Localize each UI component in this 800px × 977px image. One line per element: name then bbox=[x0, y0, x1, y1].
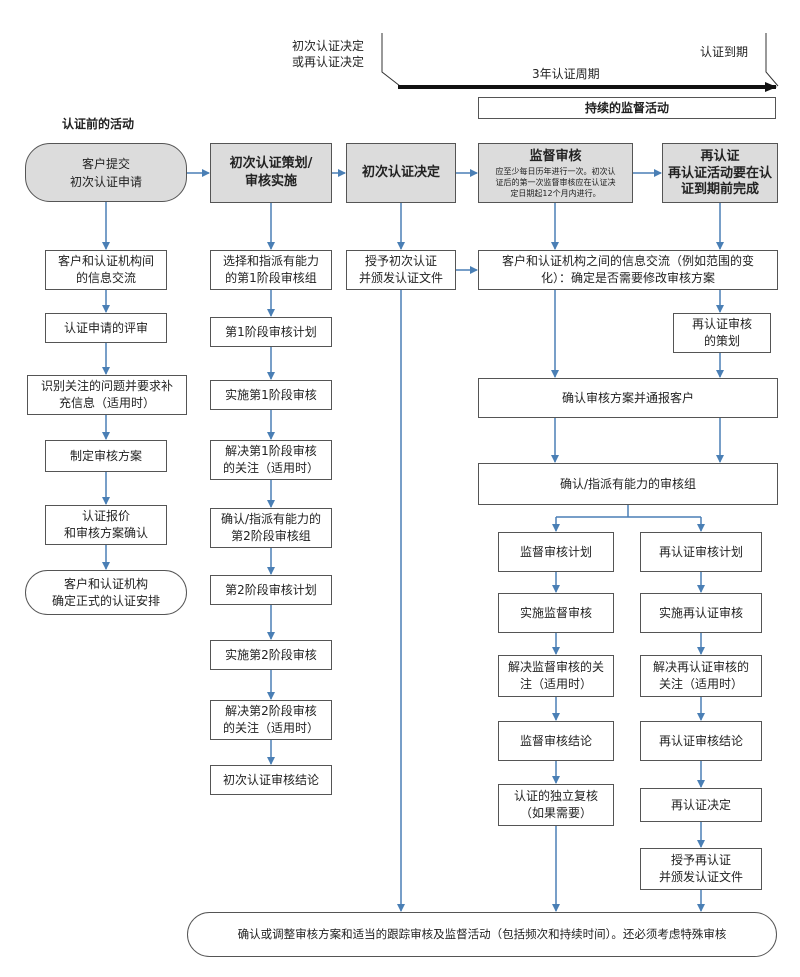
footer-adjust-program: 确认或调整审核方案和适当的跟踪审核及监督活动（包括频次和持续时间）。还必须考虑特… bbox=[187, 912, 777, 957]
col2-step-6: 第2阶段审核计划 bbox=[210, 575, 332, 605]
surv-step-4: 监督审核结论 bbox=[498, 721, 614, 761]
col2-step-7: 实施第2阶段审核 bbox=[210, 640, 332, 670]
pre-certification-title: 认证前的活动 bbox=[62, 117, 135, 131]
timeline-start-label: 初次认证决定 或再认证决定 bbox=[292, 39, 365, 69]
surveillance-header-note: 应至少每日历年进行一次。初次认 证后的第一次监督审核应在认证决 定日期起12个月… bbox=[495, 166, 616, 198]
initial-planning-header: 初次认证策划/ 审核实施 bbox=[210, 143, 332, 203]
timeline-end-label: 认证到期 bbox=[700, 45, 749, 59]
recert-step-4: 再认证审核结论 bbox=[640, 721, 762, 761]
recert-step-6: 授予再认证 并颁发认证文件 bbox=[640, 848, 762, 890]
ongoing-surveillance-box: 持续的监督活动 bbox=[478, 97, 776, 119]
recertification-header: 再认证 再认证活动要在认 证到期前完成 bbox=[662, 143, 778, 203]
recert-step-5: 再认证决定 bbox=[640, 788, 762, 822]
recert-step-3: 解决再认证审核的 关注（适用时） bbox=[640, 655, 762, 697]
col2-step-5: 确认/指派有能力的 第2阶段审核组 bbox=[210, 508, 332, 548]
col1-step-application-review: 认证申请的评审 bbox=[45, 313, 167, 343]
surveillance-header: 监督审核 应至少每日历年进行一次。初次认 证后的第一次监督审核应在认证决 定日期… bbox=[478, 143, 633, 203]
timeline-period-label: 3年认证周期 bbox=[532, 67, 600, 81]
grant-initial-certification: 授予初次认证 并颁发认证文件 bbox=[346, 250, 456, 290]
surv-step-5: 认证的独立复核 （如果需要） bbox=[498, 784, 614, 826]
surv-step-3: 解决监督审核的关 注（适用时） bbox=[498, 655, 614, 697]
info-exchange-box: 客户和认证机构之间的信息交流（例如范围的变 化）：确定是否需要修改审核方案 bbox=[478, 250, 778, 290]
initial-decision-header: 初次认证决定 bbox=[346, 143, 456, 203]
col1-step-identify-concerns: 识别关注的问题并要求补 充信息（适用时） bbox=[27, 375, 187, 415]
formal-arrangement-node: 客户和认证机构 确定正式的认证安排 bbox=[25, 570, 187, 615]
recert-planning-box: 再认证审核 的策划 bbox=[673, 313, 771, 353]
timeline-graphic bbox=[381, 33, 779, 87]
col2-step-2: 第1阶段审核计划 bbox=[210, 317, 332, 347]
confirm-program-box: 确认审核方案并通报客户 bbox=[478, 378, 778, 418]
surv-step-1: 监督审核计划 bbox=[498, 532, 614, 572]
surv-step-2: 实施监督审核 bbox=[498, 593, 614, 633]
application-start-node: 客户提交 初次认证申请 bbox=[25, 143, 187, 202]
recertification-header-title: 再认证 bbox=[700, 149, 740, 164]
col2-step-3: 实施第1阶段审核 bbox=[210, 380, 332, 410]
col1-step-quotation: 认证报价 和审核方案确认 bbox=[45, 505, 167, 545]
col2-step-9: 初次认证审核结论 bbox=[210, 765, 332, 795]
recert-step-1: 再认证审核计划 bbox=[640, 532, 762, 572]
col2-step-1: 选择和指派有能力 的第1阶段审核组 bbox=[210, 250, 332, 290]
surveillance-header-title: 监督审核 bbox=[529, 148, 582, 164]
col2-step-4: 解决第1阶段审核 的关注（适用时） bbox=[210, 440, 332, 480]
col2-step-8: 解决第2阶段审核 的关注（适用时） bbox=[210, 700, 332, 740]
col1-step-info-exchange: 客户和认证机构间 的信息交流 bbox=[45, 250, 167, 290]
col1-step-audit-program: 制定审核方案 bbox=[45, 440, 167, 472]
recertification-header-sub: 再认证活动要在认 证到期前完成 bbox=[667, 166, 772, 197]
recert-step-2: 实施再认证审核 bbox=[640, 593, 762, 633]
confirm-team-box: 确认/指派有能力的审核组 bbox=[478, 463, 778, 505]
